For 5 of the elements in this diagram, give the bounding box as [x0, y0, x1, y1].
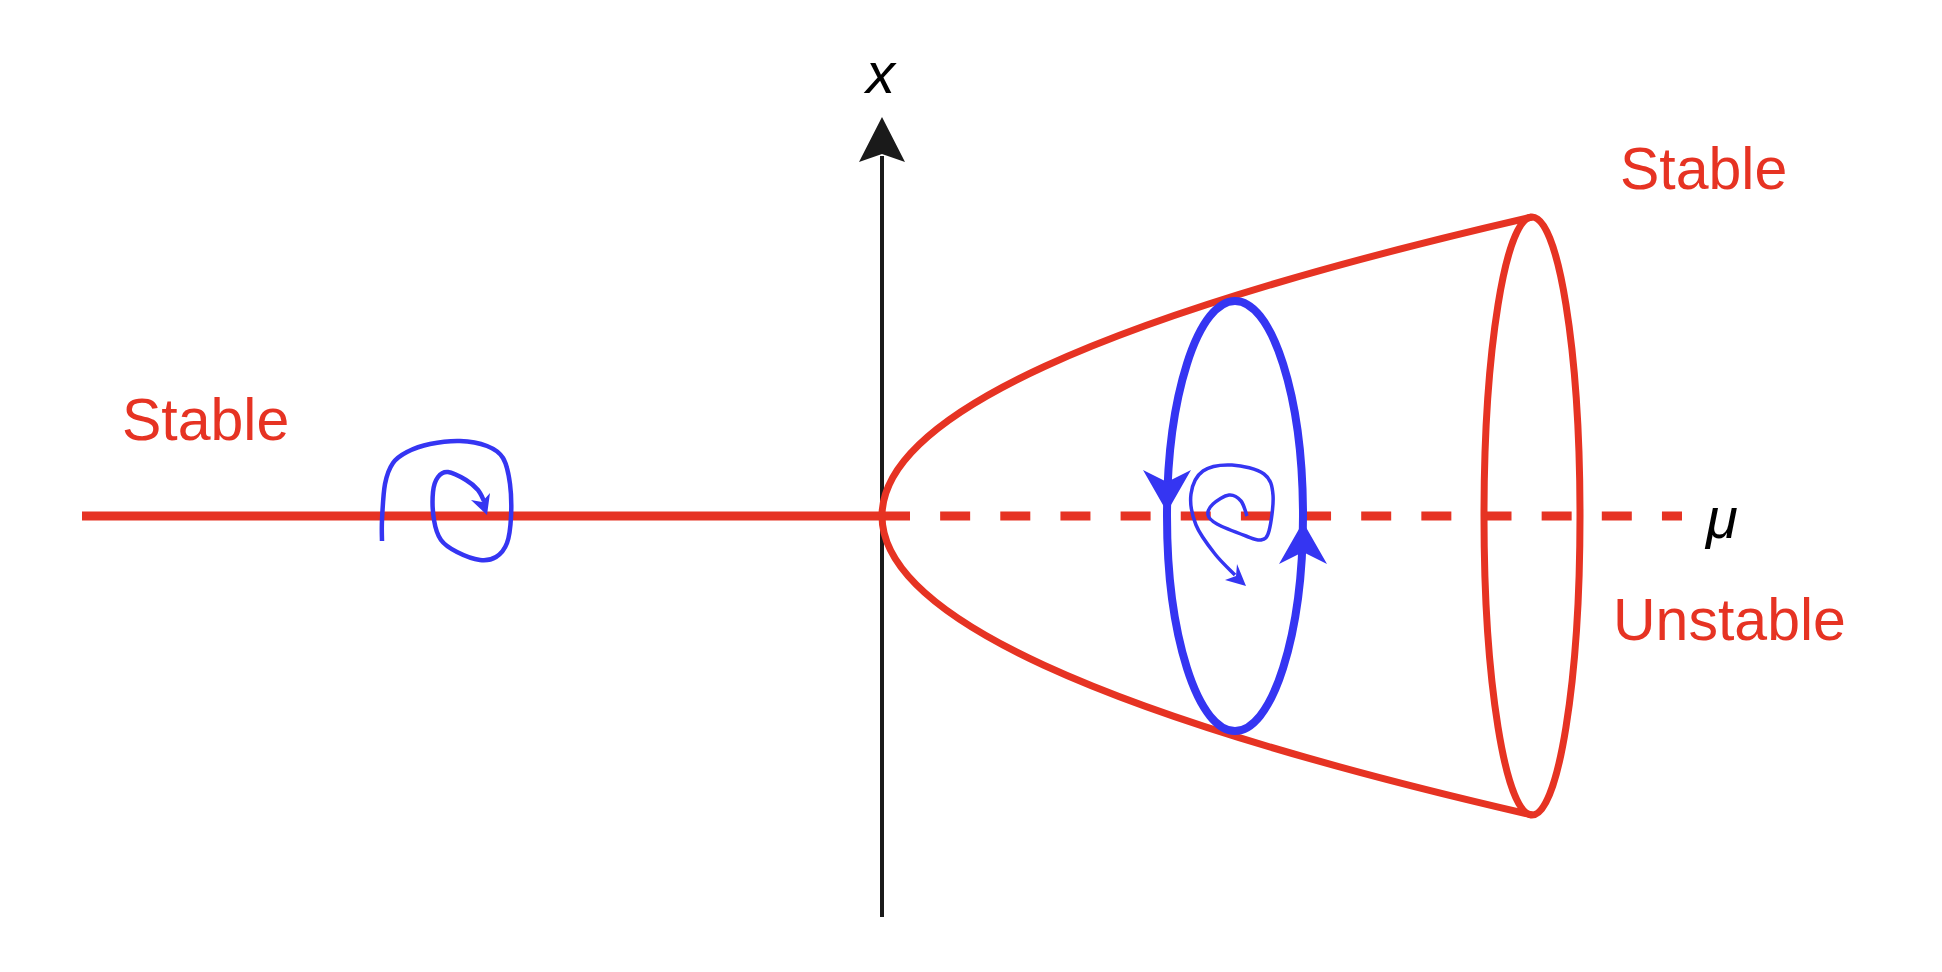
stability-label: Stable — [1620, 140, 1788, 199]
axis-label: x — [866, 44, 895, 102]
stability-label: Unstable — [1613, 591, 1846, 650]
stability-label: Stable — [122, 391, 290, 450]
axis-label: μ — [1706, 489, 1738, 547]
